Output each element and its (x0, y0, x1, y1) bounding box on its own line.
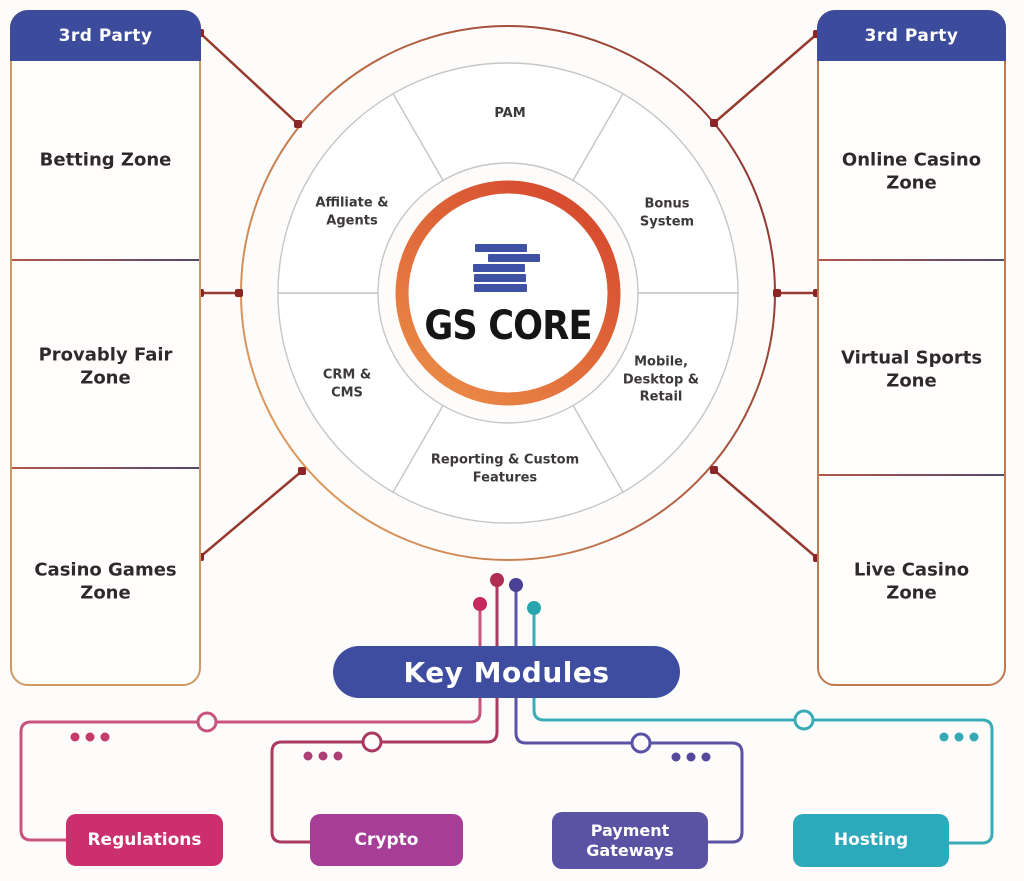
side-connectors (199, 32, 818, 559)
zone-casino-games: Casino Games Zone (34, 559, 177, 604)
segment-affiliate (277, 92, 444, 294)
zone-virtual-sports: Virtual Sports Zone (840, 347, 983, 392)
segment-bonus (572, 92, 739, 294)
module-crypto: Crypto (310, 814, 463, 866)
wire-end-dots (473, 573, 541, 615)
module-hosting: Hosting (793, 814, 949, 867)
module-regulations: Regulations (66, 814, 223, 866)
wire-nodes (196, 709, 815, 754)
core-orange-ring (395, 180, 621, 406)
ring-label-mobile-desktop-retail: Mobile, Desktop & Retail (622, 354, 700, 405)
ring-label-affiliate-agents: Affiliate & Agents (315, 195, 389, 228)
wire-hosting (532, 608, 994, 845)
ring-label-reporting-custom-features: Reporting & Custom Features (430, 452, 580, 485)
segment-crm (277, 292, 444, 494)
segment-pam (392, 62, 624, 182)
wire-dot-clusters (70, 732, 979, 762)
left-panel-header: 3rd Party (10, 10, 201, 61)
zone-live-casino: Live Casino Zone (853, 559, 970, 604)
panel-divider (819, 259, 1004, 261)
right-panel-header: 3rd Party (817, 10, 1006, 61)
segment-ring (277, 62, 739, 524)
ring-label-pam: PAM (494, 106, 526, 122)
panel-divider (12, 467, 199, 469)
wire-payment (514, 585, 744, 844)
core-title: GS CORE (424, 303, 592, 349)
segment-reporting (392, 404, 624, 524)
ring-label-crm-cms: CRM & CMS (322, 367, 372, 400)
wire-crypto (270, 580, 499, 844)
segment-mobile (572, 292, 739, 494)
zone-provably-fair: Provably Fair Zone (38, 344, 173, 389)
right-third-party-panel: 3rd Party Online Casino Zone Virtual Spo… (817, 10, 1006, 686)
key-modules-pill: Key Modules (333, 646, 680, 698)
panel-divider (12, 259, 199, 261)
panel-divider (819, 474, 1004, 476)
wire-regulations (19, 604, 482, 842)
ring-label-bonus-system: Bonus System (639, 196, 695, 229)
module-payment-gateways: Payment Gateways (552, 812, 708, 869)
left-third-party-panel: 3rd Party Betting Zone Provably Fair Zon… (10, 10, 201, 686)
zone-online-casino: Online Casino Zone (841, 149, 982, 194)
zone-betting: Betting Zone (39, 149, 172, 171)
